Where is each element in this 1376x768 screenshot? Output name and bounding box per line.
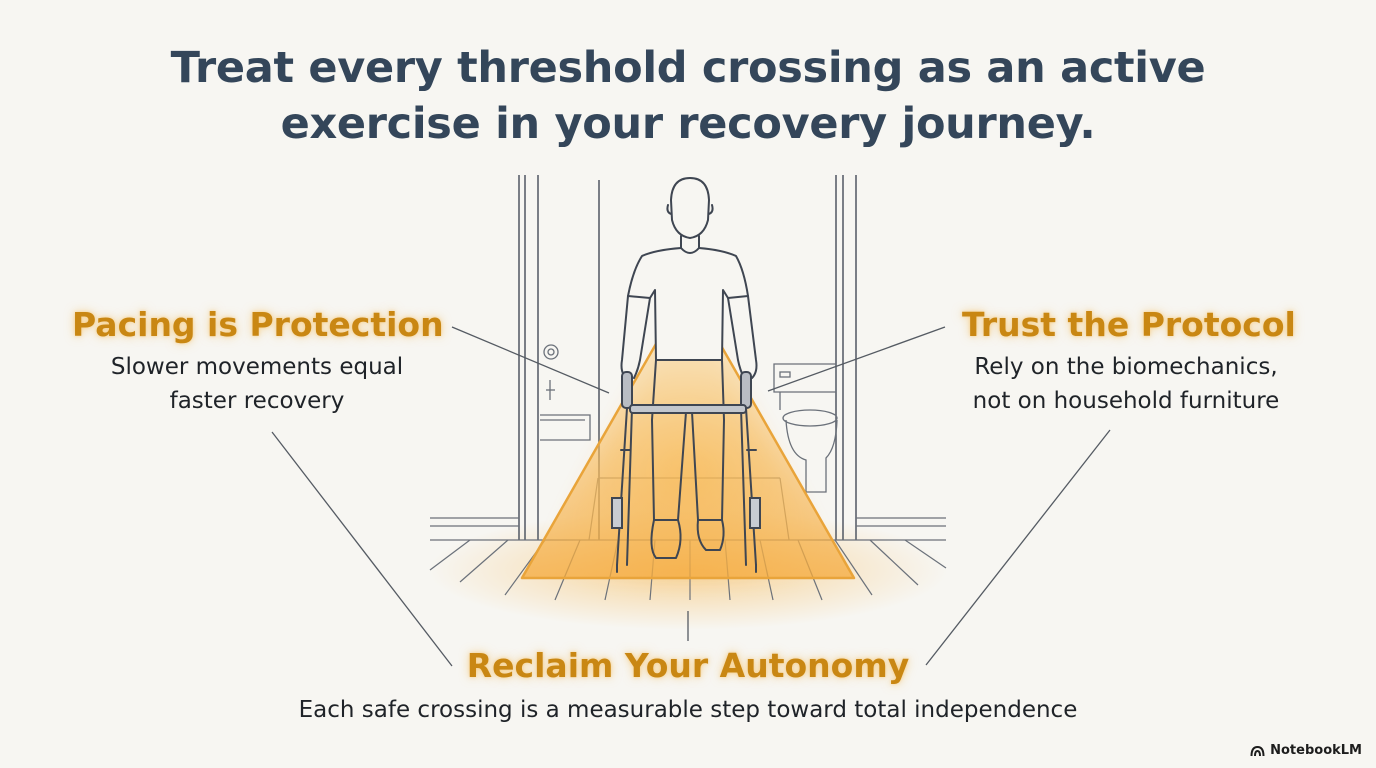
- title-line-1: Treat every threshold crossing as an act…: [170, 43, 1206, 93]
- notebooklm-branding: NotebookLM: [1250, 743, 1362, 758]
- left-callout-desc-line-2: faster recovery: [169, 388, 345, 414]
- left-callout-desc-line-1: Slower movements equal: [110, 354, 404, 380]
- bottom-callout-description: Each safe crossing is a measurable step …: [0, 693, 1376, 727]
- person-figure: [620, 177, 758, 559]
- connector-bottom-right: [925, 429, 1111, 666]
- right-callout-desc-line-1: Rely on the biomechanics,: [974, 354, 1278, 380]
- callout-connectors: [271, 326, 1111, 667]
- right-callout-heading: Trust the Protocol: [962, 305, 1296, 344]
- right-callout-desc-line-2: not on household furniture: [972, 388, 1280, 414]
- bottom-callout-heading: Reclaim Your Autonomy: [466, 646, 910, 685]
- notebooklm-logo-icon: [1250, 745, 1265, 756]
- bathroom-fixtures: [540, 344, 838, 493]
- left-callout-heading: Pacing is Protection: [72, 305, 444, 344]
- page-title: Treat every threshold crossing as an act…: [0, 40, 1376, 152]
- connector-left: [451, 326, 610, 394]
- connector-right: [767, 326, 946, 392]
- title-line-2: exercise in your recovery journey.: [280, 99, 1096, 149]
- stability-triangle: [520, 286, 856, 580]
- left-callout-description: Slower movements equal faster recovery: [82, 350, 432, 418]
- right-callout-description: Rely on the biomechanics, not on househo…: [948, 350, 1304, 418]
- brand-label: NotebookLM: [1270, 743, 1362, 758]
- walker: [611, 371, 761, 573]
- bottom-callout-desc-line: Each safe crossing is a measurable step …: [298, 697, 1078, 723]
- connector-bottom-left: [271, 431, 453, 667]
